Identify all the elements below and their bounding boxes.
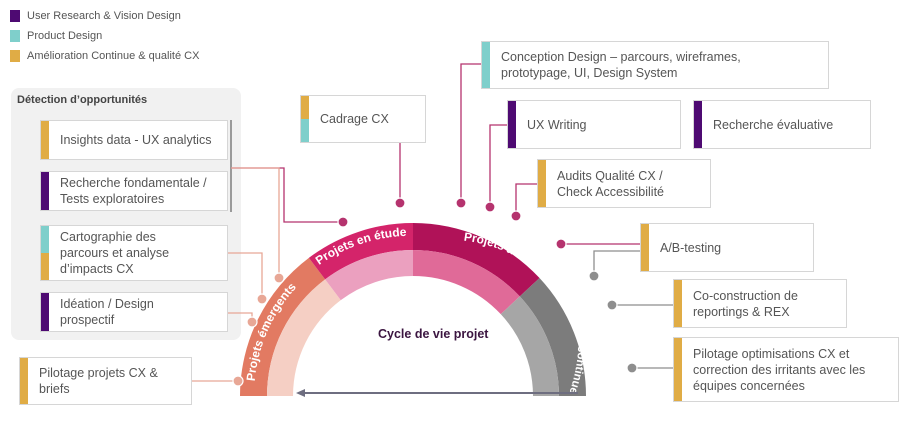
arrow-head-icon xyxy=(296,389,305,397)
category-bar xyxy=(641,224,649,271)
category-bar xyxy=(41,226,49,280)
connector-line xyxy=(231,167,280,278)
connector-line xyxy=(231,167,343,223)
connector-dot xyxy=(246,316,258,328)
connector-dot xyxy=(588,270,600,282)
legend-label: User Research & Vision Design xyxy=(27,10,181,22)
category-bar-segment xyxy=(41,226,49,253)
card-pilotage-optimisations: Pilotage optimisations CX et correction … xyxy=(673,337,899,402)
legend-item-user-research: User Research & Vision Design xyxy=(10,6,199,26)
category-bar-segment xyxy=(674,280,682,327)
card-label: Recherche évaluative xyxy=(713,117,834,132)
connector-line xyxy=(489,124,507,207)
category-bar xyxy=(694,101,702,148)
arc-inner-band-continue xyxy=(500,296,559,396)
card-label: A/B-testing xyxy=(660,240,722,255)
connector-dot xyxy=(555,238,567,250)
connector-dot xyxy=(484,201,496,213)
category-bar xyxy=(538,160,546,207)
connector-dots xyxy=(232,197,638,387)
connector-dot xyxy=(510,210,522,222)
arc-segments xyxy=(240,222,586,396)
connector-dot xyxy=(256,293,268,305)
category-bar xyxy=(508,101,516,148)
panel-divider xyxy=(230,120,232,212)
legend: User Research & Vision Design Product De… xyxy=(10,6,199,66)
card-label: Co-construction de reportings & REX xyxy=(693,288,798,319)
connector-dot xyxy=(273,272,285,284)
card-ux-writing: UX Writing xyxy=(507,100,681,149)
arc-segment-delivrer xyxy=(413,223,540,297)
legend-item-amelioration: Amélioration Continue & qualité CX xyxy=(10,46,199,66)
card-coconstruction: Co-construction de reportings & REX xyxy=(673,279,847,328)
category-bar-segment xyxy=(538,160,546,207)
connector-line xyxy=(515,183,537,216)
category-bar-segment xyxy=(694,101,702,148)
arc-segment-etude xyxy=(308,222,413,280)
card-recherche-evaluative: Recherche évaluative xyxy=(693,100,871,149)
category-bar xyxy=(674,280,682,327)
connector-dot xyxy=(394,197,406,209)
connector-dot xyxy=(455,197,467,209)
card-label: Idéation / Design prospectif xyxy=(60,297,154,327)
arc-inner-band-etude xyxy=(325,250,413,301)
connector-line xyxy=(228,252,263,299)
legend-item-product-design: Product Design xyxy=(10,26,199,46)
category-bar-segment xyxy=(641,224,649,271)
category-bar-segment xyxy=(41,172,49,210)
card-insights-data: Insights data - UX analytics xyxy=(40,120,228,160)
category-bar-segment xyxy=(482,42,490,88)
legend-label: Product Design xyxy=(27,30,103,42)
category-bar-segment xyxy=(20,358,28,404)
connector-dot xyxy=(337,216,349,228)
card-label: Cadrage CX xyxy=(320,112,389,126)
card-label: Pilotage projets CX & briefs xyxy=(39,366,158,396)
connector-dot xyxy=(232,375,244,387)
arc-segment-continue xyxy=(519,278,586,396)
category-bar-segment xyxy=(674,338,682,401)
connector-dot xyxy=(626,362,638,374)
connector-lines xyxy=(192,63,673,382)
category-bar xyxy=(301,96,309,142)
legend-label: Amélioration Continue & qualité CX xyxy=(27,50,200,62)
panel-title: Détection d’opportunités xyxy=(17,94,148,106)
card-label: UX Writing xyxy=(527,117,587,132)
category-bar xyxy=(41,121,49,159)
category-bar xyxy=(20,358,28,404)
category-bar-segment xyxy=(301,119,309,142)
card-label: Conception Design – parcours, wireframes… xyxy=(501,50,741,80)
connector-line xyxy=(460,63,481,203)
arc-segment-emergents xyxy=(240,257,326,396)
category-bar xyxy=(41,172,49,210)
card-ideation: Idéation / Design prospectif xyxy=(40,292,228,332)
legend-swatch xyxy=(10,10,20,22)
card-label: Insights data - UX analytics xyxy=(60,133,212,147)
card-recherche-fondamentale: Recherche fondamentale / Tests explorato… xyxy=(40,171,228,211)
legend-swatch xyxy=(10,30,20,42)
connector-dot xyxy=(606,299,618,311)
category-bar xyxy=(41,293,49,331)
category-bar-segment xyxy=(301,96,309,119)
card-pilotage-projets: Pilotage projets CX & briefs xyxy=(19,357,192,405)
card-conception-design: Conception Design – parcours, wireframes… xyxy=(481,41,829,89)
card-ab-testing: A/B-testing xyxy=(640,223,814,272)
arc-inner-band-emergents xyxy=(267,279,341,396)
card-label: Recherche fondamentale / Tests explorato… xyxy=(60,176,207,206)
connector-line xyxy=(593,250,640,276)
card-cadrage: Cadrage CX xyxy=(300,95,426,143)
cycle-title: Cycle de vie projet xyxy=(378,327,489,341)
category-bar-segment xyxy=(41,121,49,159)
category-bar-segment xyxy=(41,253,49,280)
category-bar-segment xyxy=(41,293,49,331)
card-label: Pilotage optimisations CX et correction … xyxy=(693,346,866,393)
card-label: Audits Qualité CX / Check Accessibilité xyxy=(557,168,664,199)
category-bar xyxy=(674,338,682,401)
legend-swatch xyxy=(10,50,20,62)
category-bar xyxy=(482,42,490,88)
arc-inner-band-delivrer xyxy=(413,250,520,315)
category-bar-segment xyxy=(508,101,516,148)
card-label: Cartographie des parcours et analyse d’i… xyxy=(60,230,170,276)
card-audits-qualite: Audits Qualité CX / Check Accessibilité xyxy=(537,159,711,208)
card-cartographie: Cartographie des parcours et analyse d’i… xyxy=(40,225,228,281)
